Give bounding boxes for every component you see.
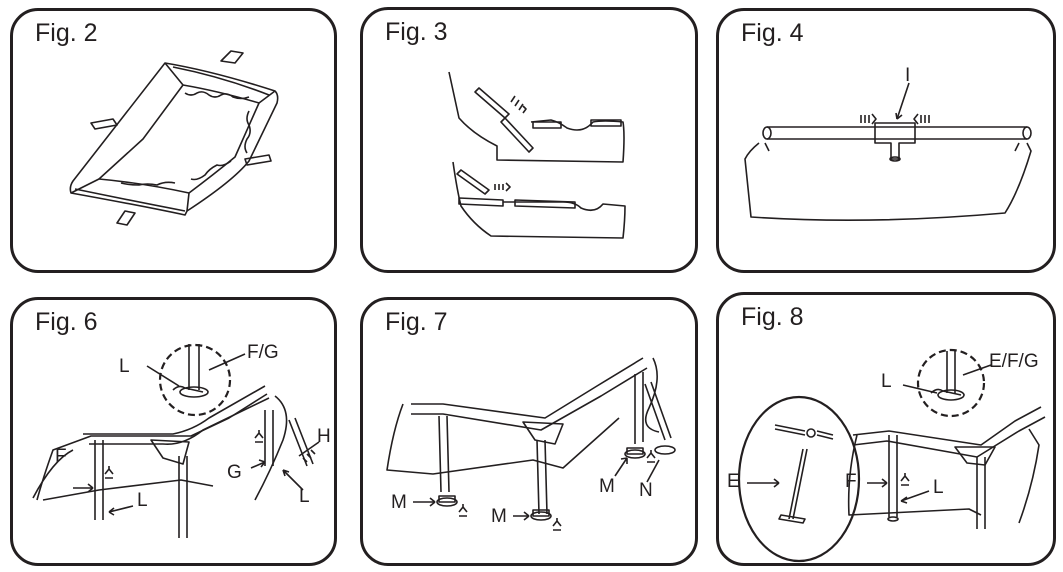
callout-m-2: M: [491, 506, 507, 527]
panel-fig-7: Fig. 7: [360, 297, 698, 566]
pool-liner-illustration: [69, 50, 279, 226]
figure-title: Fig. 8: [741, 303, 804, 331]
figure-title: Fig. 3: [385, 18, 448, 46]
callout-f: F: [845, 471, 857, 492]
t-connector-illustration: I: [744, 65, 1032, 221]
callout-f: F: [55, 446, 67, 467]
callout-i: I: [905, 65, 910, 86]
figure-title: Fig. 7: [385, 308, 448, 336]
callout-h: H: [317, 426, 331, 447]
callout-l-2: L: [299, 486, 310, 507]
leg-lock-illustration: L E/F/G E F L: [727, 348, 1046, 563]
callout-f-g: F/G: [247, 342, 279, 363]
frame-insertion-illustration: [448, 71, 626, 239]
panel-fig-3: Fig. 3: [360, 7, 698, 273]
panel-fig-4: Fig. 4 I: [716, 8, 1056, 273]
callout-m-3: M: [599, 476, 615, 497]
callout-l-detail: L: [881, 371, 892, 392]
figure-title: Fig. 4: [741, 19, 804, 47]
callout-e-f-g: E/F/G: [989, 351, 1039, 372]
figure-title: Fig. 2: [35, 19, 98, 47]
leg-assembly-illustration: L F/G F L G H L: [32, 342, 331, 538]
callout-n: N: [639, 480, 653, 501]
leg-cap-illustration: M M M N: [386, 357, 676, 531]
callout-m-1: M: [391, 492, 407, 513]
figure-title: Fig. 6: [35, 308, 98, 336]
callout-g: G: [227, 462, 242, 483]
callout-l: L: [933, 477, 944, 498]
callout-l-detail: L: [119, 356, 130, 377]
panel-fig-2: Fig. 2: [10, 8, 337, 273]
panel-fig-8: Fig. 8: [716, 292, 1056, 566]
callout-e: E: [727, 471, 740, 492]
panel-fig-6: Fig. 6: [10, 297, 337, 566]
callout-l: L: [137, 490, 148, 511]
